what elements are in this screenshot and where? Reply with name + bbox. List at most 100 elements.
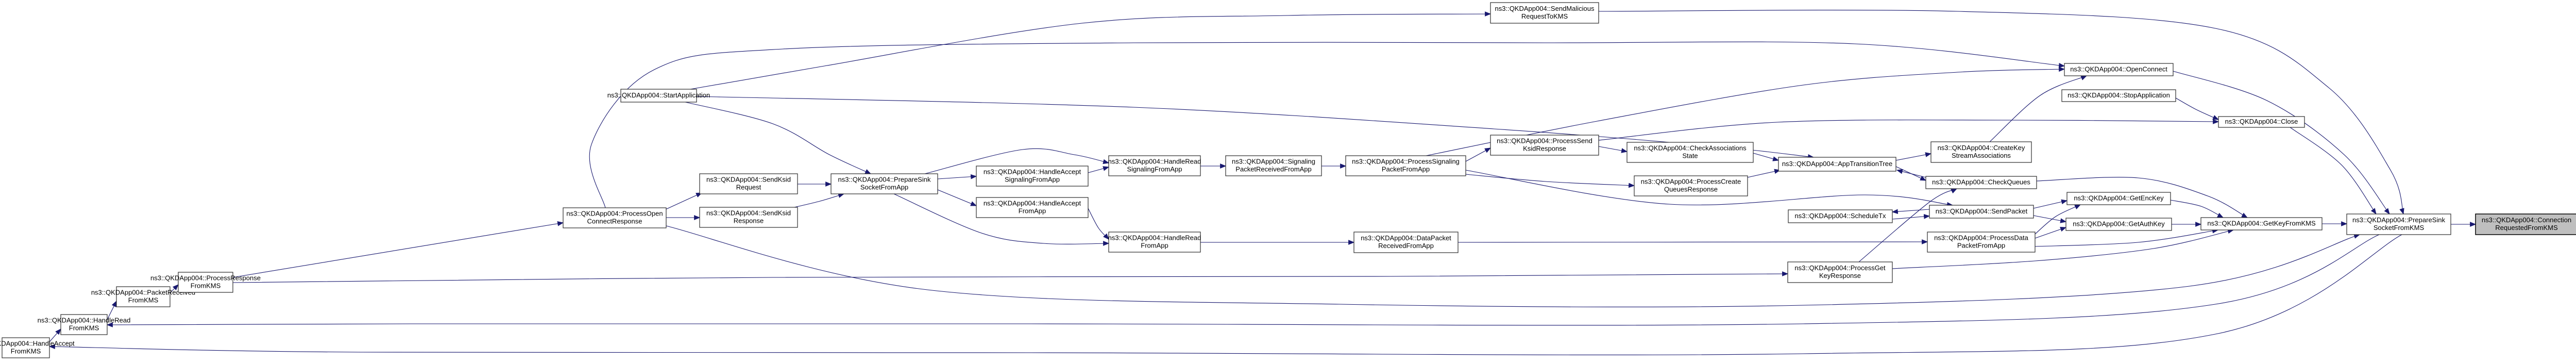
graph-node-box-PrepareSinkSocketFromKMS [2346, 213, 2451, 235]
graph-node-SendMaliciousRequestToKMS[interactable]: ns3::QKDApp004::SendMaliciousRequestToKM… [1490, 2, 1599, 24]
graph-node-label-GetAuthKey-0: ns3::QKDApp004::GetAuthKey [2073, 220, 2165, 228]
graph-node-label-DataPacketReceivedFromApp-0: ns3::QKDApp004::DataPacket [1361, 234, 1451, 242]
graph-node-label-Close-0: ns3::QKDApp004::Close [2225, 118, 2298, 125]
graph-edge-ProcessSignalingPacketFromApp-to-SendPacket [1465, 170, 1954, 207]
graph-node-label-ProcessOpenConnectResponse-1: ConnectResponse [587, 218, 642, 225]
graph-edge-SendPacket-to-GetAuthKey [2033, 215, 2067, 223]
graph-edge-ProcessResponseFromKMS-to-ProcessOpenConnectResponse [232, 221, 564, 278]
graph-node-Close[interactable]: ns3::QKDApp004::Close [2218, 116, 2305, 128]
graph-node-ConnectionRequestedFromKMS[interactable]: ns3::QKDApp004::ConnectionRequestedFromK… [2475, 213, 2576, 235]
graph-node-SignalingPacketReceivedFromApp[interactable]: ns3::QKDApp004::SignalingPacketReceivedF… [1225, 155, 1322, 176]
graph-node-StartApplication[interactable]: ns3::QKDApp004::StartApplication [607, 89, 710, 103]
graph-node-box-SendPacket [1929, 205, 2034, 219]
graph-edge-HandleAcceptSignalingFromApp-to-HandleReadSignalingFromApp [1088, 166, 1110, 173]
graph-node-SendPacket[interactable]: ns3::QKDApp004::SendPacket [1929, 205, 2034, 219]
graph-node-box-SendKsidResponse [699, 207, 798, 228]
graph-edge-ProcessResponseFromKMS-to-ProcessGetKeyResponse [232, 271, 1789, 283]
graph-node-GetKeyFromKMS[interactable]: ns3::QKDApp004::GetKeyFromKMS [2200, 217, 2323, 230]
graph-edge-ProcessOpenConnectResponse-to-SendKsidRequest [664, 192, 703, 210]
graph-edge-ProcessCreateQueuesResponse-to-AppTransitionTree [1747, 169, 1781, 178]
graph-node-label-AppTransitionTree-0: ns3::QKDApp004::AppTransitionTree [1782, 160, 1892, 168]
graph-node-box-HandleAcceptFromApp [976, 197, 1089, 218]
graph-edge-ProcessSignalingPacketFromApp-to-ProcessCreateQueuesResponse [1465, 174, 1635, 188]
graph-node-ProcessSignalingPacketFromApp[interactable]: ns3::QKDApp004::ProcessSignalingPacketFr… [1345, 155, 1466, 176]
graph-node-CheckQueues[interactable]: ns3::QKDApp004::CheckQueues [1925, 176, 2037, 189]
graph-node-label-ProcessDataPacketFromApp-0: ns3::QKDApp004::ProcessData [1934, 234, 2029, 242]
graph-node-label-SendMaliciousRequestToKMS-0: ns3::QKDApp004::SendMalicious [1495, 5, 1595, 12]
graph-node-label-HandleAcceptFromKMS-0: ns3::QKDApp004::HandleAccept [0, 340, 75, 348]
graph-node-AppTransitionTree[interactable]: ns3::QKDApp004::AppTransitionTree [1778, 157, 1896, 172]
graph-node-ProcessOpenConnectResponse[interactable]: ns3::QKDApp004::ProcessOpenConnectRespon… [563, 207, 667, 228]
graph-node-CreateKeyStreamAssociations[interactable]: ns3::QKDApp004::CreateKeyStreamAssociati… [1930, 141, 2032, 163]
graph-node-DataPacketReceivedFromApp[interactable]: ns3::QKDApp004::DataPacketReceivedFromAp… [1353, 232, 1459, 253]
graph-edge-PrepareSinkSocketFromKMS-to-HandleAcceptFromKMS [48, 234, 2402, 355]
graph-edge-SendMaliciousRequestToKMS-to-PrepareSinkSocketFromKMS [1598, 10, 2404, 215]
graph-node-label-HandleReadFromKMS-0: ns3::QKDApp004::HandleRead [38, 317, 131, 324]
graph-node-label-CheckAssociationsState-0: ns3::QKDApp004::CheckAssociations [1634, 144, 1747, 152]
graph-node-label-HandleReadFromApp-1: FromApp [1141, 242, 1168, 250]
graph-node-label-CheckAssociationsState-1: State [1682, 152, 1698, 160]
graph-edge-GetEncKey-to-GetKeyFromKMS [2170, 200, 2224, 218]
graph-node-HandleAcceptSignalingFromApp[interactable]: ns3::QKDApp004::HandleAcceptSignalingFro… [976, 166, 1089, 187]
graph-node-box-HandleReadFromApp [1108, 232, 1201, 253]
graph-edge-SendPacket-to-GetEncKey [2033, 199, 2068, 209]
graph-node-OpenConnect[interactable]: ns3::QKDApp004::OpenConnect [2064, 63, 2174, 76]
graph-edge-CheckQueues-to-AppTransitionTree [1896, 169, 1926, 178]
graph-node-ProcessCreateQueuesResponse[interactable]: ns3::QKDApp004::ProcessCreateQueuesRespo… [1634, 175, 1748, 196]
graph-node-StopApplication[interactable]: ns3::QKDApp004::StopApplication [2061, 89, 2176, 102]
graph-edge-PacketReceivedFromKMS-to-ProcessResponseFromKMS [170, 284, 179, 293]
graph-edge-ProcessSendKsidResponse-to-CheckAssociationsState [1598, 146, 1628, 153]
graph-node-label-ProcessCreateQueuesResponse-0: ns3::QKDApp004::ProcessCreate [1641, 178, 1741, 186]
graph-node-label-ProcessGetKeyResponse-0: ns3::QKDApp004::ProcessGet [1794, 264, 1886, 272]
graph-node-box-SendMaliciousRequestToKMS [1490, 2, 1599, 24]
graph-node-ScheduleTx[interactable]: ns3::QKDApp004::ScheduleTx [1788, 209, 1893, 223]
graph-node-label-PrepareSinkSocketFromKMS-0: ns3::QKDApp004::PrepareSink [2352, 216, 2445, 224]
graph-node-label-SignalingPacketReceivedFromApp-0: ns3::QKDApp004::Signaling [1232, 158, 1315, 166]
graph-edge-ProcessGetKeyResponse-to-GetKeyFromKMS [1892, 228, 2234, 269]
graph-node-label-ProcessSendKsidResponse-1: KsidResponse [1523, 145, 1566, 153]
graph-node-label-ScheduleTx-0: ns3::QKDApp004::ScheduleTx [1794, 212, 1886, 220]
graph-node-box-GetKeyFromKMS [2200, 217, 2323, 230]
graph-edge-ScheduleTx-to-SendPacket [1892, 214, 1930, 220]
graph-node-box-CheckAssociationsState [1626, 142, 1754, 163]
graph-node-box-SendKsidRequest [699, 173, 798, 194]
graph-node-label-OpenConnect-0: ns3::QKDApp004::OpenConnect [2070, 65, 2167, 73]
graph-node-HandleReadSignalingFromApp[interactable]: ns3::QKDApp004::HandleReadSignalingFromA… [1108, 155, 1201, 176]
graph-node-box-DataPacketReceivedFromApp [1353, 232, 1459, 253]
graph-node-box-ProcessCreateQueuesResponse [1634, 175, 1748, 196]
graph-node-label-PrepareSinkSocketFromKMS-1: SocketFromKMS [2374, 224, 2425, 232]
graph-node-label-HandleReadFromApp-0: ns3::QKDApp004::HandleRead [1108, 234, 1201, 242]
graph-node-label-ProcessResponseFromKMS-0: ns3::QKDApp004::ProcessResponse [150, 274, 261, 282]
graph-edge-PrepareSinkSocketFromApp-to-HandleAcceptSignalingFromApp [937, 174, 977, 179]
graph-node-GetAuthKey[interactable]: ns3::QKDApp004::GetAuthKey [2065, 218, 2172, 231]
graph-node-label-CheckQueues-0: ns3::QKDApp004::CheckQueues [1932, 178, 2030, 186]
graph-node-GetEncKey[interactable]: ns3::QKDApp004::GetEncKey [2066, 192, 2171, 205]
graph-node-box-ProcessDataPacketFromApp [1927, 232, 2036, 253]
graph-node-label-CreateKeyStreamAssociations-1: StreamAssociations [1952, 152, 2011, 159]
graph-node-box-Close [2218, 116, 2305, 128]
graph-node-label-HandleAcceptFromKMS-1: FromKMS [11, 348, 41, 355]
graph-node-box-ProcessResponseFromKMS [178, 272, 233, 293]
graph-edge-PrepareSinkSocketFromKMS-to-HandleReadFromKMS [106, 234, 2380, 327]
graph-edge-ProcessGetKeyResponse-to-CheckQueues [1858, 188, 1958, 262]
graph-node-label-HandleReadFromKMS-1: FromKMS [69, 324, 99, 332]
graph-node-box-ProcessGetKeyResponse [1787, 261, 1893, 283]
graph-node-label-ConnectionRequestedFromKMS-0: ns3::QKDApp004::Connection [2482, 216, 2571, 224]
graph-node-label-ProcessOpenConnectResponse-0: ns3::QKDApp004::ProcessOpen [566, 210, 663, 218]
graph-node-box-HandleReadSignalingFromApp [1108, 155, 1201, 176]
